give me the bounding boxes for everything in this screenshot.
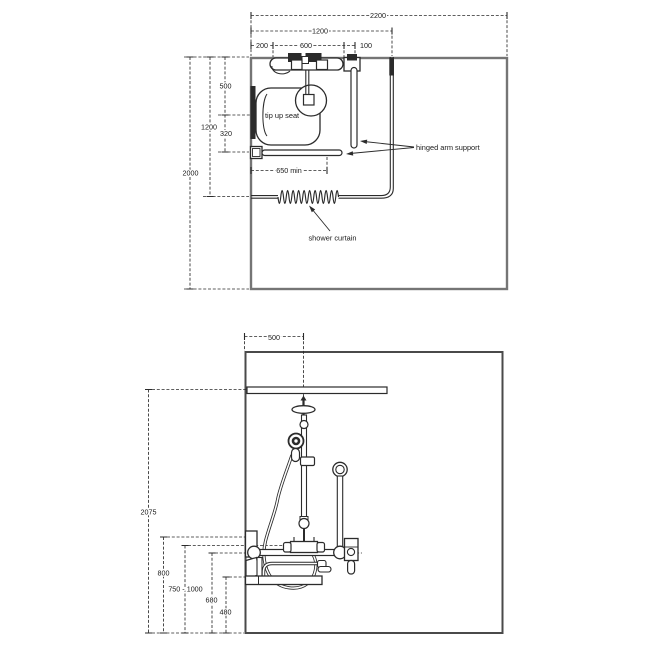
- dim-zone-width: 1200: [312, 27, 328, 36]
- dim-rail-height-2075: 2075: [141, 508, 157, 517]
- overhead-shower-plan: [294, 63, 328, 117]
- dim-seg-600: 600: [300, 41, 312, 50]
- dim-room-depth-2000: 2000: [183, 169, 199, 178]
- seat-backrest: [250, 86, 256, 139]
- release-lever: [347, 559, 356, 575]
- tip-up-seat-elevation: [244, 556, 332, 586]
- leader-arrowhead: [360, 139, 368, 144]
- label-tip-up-seat: tip up seat: [265, 111, 299, 120]
- dim-overall-width: 2200: [370, 11, 386, 20]
- elevation-view: 500 2075 800 750 - 1000 680 480: [139, 332, 504, 634]
- hinged-arm-support-plan-lowered: [249, 145, 343, 160]
- dim-grab-rail-height-680: 680: [206, 596, 218, 605]
- ball-joint: [299, 419, 309, 430]
- elevation-dimension-ticks: [145, 333, 305, 634]
- dim-column-offset-500: 500: [268, 333, 280, 342]
- dim-seat-offset-500: 500: [220, 82, 232, 91]
- curtain-zigzag: [277, 189, 340, 205]
- riser-clamp: [299, 456, 316, 467]
- thermostatic-valve: [282, 537, 326, 554]
- curtain-rail-elevation: [246, 386, 388, 395]
- dim-seat-to-rail-320: 320: [220, 129, 232, 138]
- dim-seg-200: 200: [256, 41, 268, 50]
- plan-dimension-lines: [184, 15, 508, 290]
- plan-dimension-ticks: [186, 12, 508, 290]
- curtain-rail-bracket: [389, 57, 394, 76]
- leader-arrowhead: [346, 151, 354, 156]
- dim-plate-height-800: 800: [158, 569, 170, 578]
- dim-wall-to-curtain-1200: 1200: [201, 123, 217, 132]
- shower-curtain-rail: [251, 57, 394, 205]
- arm-pivot-bracket: [343, 537, 359, 575]
- dim-seat-height-480: 480: [220, 608, 232, 617]
- riser-rail: [300, 414, 308, 521]
- union-nut: [298, 517, 310, 530]
- shower-column: [287, 395, 316, 543]
- dim-seg-100: 100: [360, 41, 372, 50]
- hinged-arm-support-elevation: [332, 461, 348, 548]
- elevation-wall-panel: [244, 351, 504, 634]
- leader-arrowhead: [309, 205, 316, 213]
- handset-holder: [287, 432, 305, 463]
- dim-valve-height-750-1000: 750 - 1000: [168, 585, 202, 594]
- shower-valve-plan: [269, 53, 344, 75]
- column-finial: [300, 395, 307, 401]
- plan-leaders: [309, 139, 415, 232]
- label-shower-curtain: shower curtain: [308, 234, 356, 243]
- plan-view: 2200 1200 200 600 100 500 320 1200 2000 …: [181, 10, 509, 291]
- seat-plank: [244, 575, 323, 586]
- hinged-arm-support-plan: [343, 54, 361, 149]
- overhead-shower-head: [291, 405, 316, 414]
- label-hinged-arm-support: hinged arm support: [416, 143, 480, 152]
- dim-rail-650-min: 650 min: [276, 166, 302, 175]
